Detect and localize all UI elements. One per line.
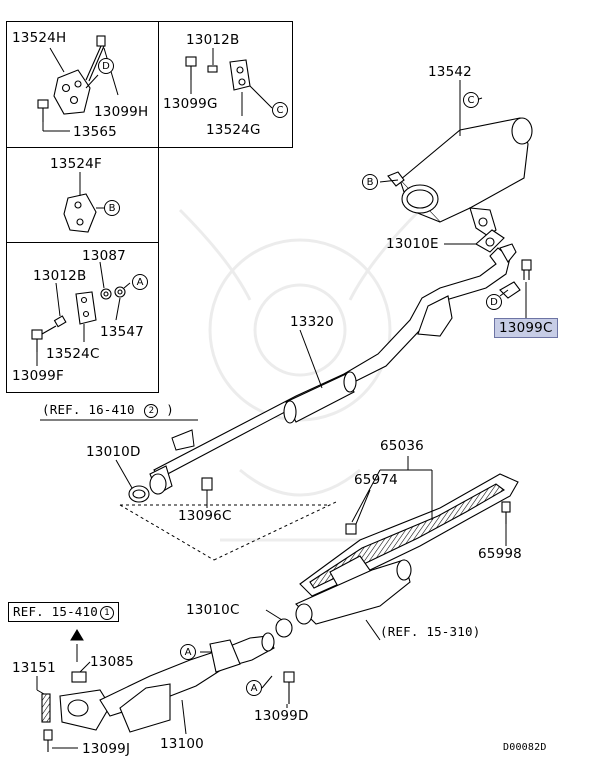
watermark-emblem <box>178 208 422 542</box>
part-label-13099j[interactable]: 13099J <box>82 741 131 757</box>
part-label-13085[interactable]: 13085 <box>90 654 134 670</box>
diagram-id: D00082D <box>503 742 547 753</box>
callout-c-muffler: C <box>463 92 479 108</box>
part-label-13099h[interactable]: 13099H <box>94 104 149 120</box>
leader-lines-box4 <box>36 261 131 366</box>
callout-a-box4: A <box>132 274 148 290</box>
heat-shield-65036-drawing <box>299 473 519 597</box>
main-muffler-drawing <box>387 117 533 237</box>
part-label-13096c[interactable]: 13096C <box>178 508 232 524</box>
ref-16-410-circle: 2 <box>144 404 159 418</box>
callout-a-front-lower: A <box>246 680 262 696</box>
callout-d-box1: D <box>98 58 114 74</box>
part-label-13010c[interactable]: 13010C <box>186 602 240 618</box>
part-label-65998[interactable]: 65998 <box>478 546 522 562</box>
part-label-65974[interactable]: 65974 <box>354 472 398 488</box>
callout-b-muffler: B <box>362 174 378 190</box>
ref-15-410-circle: 1 <box>99 606 114 620</box>
part-label-13012b-mid[interactable]: 13012B <box>33 268 87 284</box>
part-label-13099f[interactable]: 13099F <box>12 368 64 384</box>
part-label-13099g[interactable]: 13099G <box>163 96 218 112</box>
callout-d-pipe: D <box>486 294 502 310</box>
leader-lines-front <box>36 609 288 749</box>
main-pipe-13320-drawing <box>149 243 521 495</box>
part-label-13524g[interactable]: 13524G <box>206 122 261 138</box>
part-label-13012b-top[interactable]: 13012B <box>186 32 240 48</box>
part-label-13100[interactable]: 13100 <box>160 736 204 752</box>
front-pipe-13100-drawing <box>41 618 295 752</box>
leader-lines-box2 <box>190 48 273 116</box>
leader-lines-box3 <box>79 172 104 209</box>
ref-15-310[interactable]: (REF. 15-310) <box>380 624 481 639</box>
gasket-13010e-drawing <box>475 229 505 253</box>
part-label-13320[interactable]: 13320 <box>290 314 334 330</box>
hanger-13524h-drawing <box>37 35 106 122</box>
callout-a-front-upper: A <box>180 644 196 660</box>
part-label-13099c-highlighted[interactable]: 13099C <box>494 318 558 338</box>
part-label-13524c[interactable]: 13524C <box>46 346 100 362</box>
leader-lines-front-pipe <box>115 459 208 508</box>
part-label-13547[interactable]: 13547 <box>100 324 144 340</box>
catalytic-converter-drawing <box>295 501 511 625</box>
inset-frames <box>6 21 293 393</box>
part-label-13524f[interactable]: 13524F <box>50 156 102 172</box>
part-label-13565[interactable]: 13565 <box>73 124 117 140</box>
part-label-13010d[interactable]: 13010D <box>86 444 141 460</box>
part-label-13010e[interactable]: 13010E <box>386 236 439 252</box>
callout-c-box2: C <box>272 102 288 118</box>
hanger-13524c-drawing <box>31 286 126 352</box>
ref-16-410-close: ) <box>166 402 174 417</box>
part-label-13524h[interactable]: 13524H <box>12 30 67 46</box>
bolt-13099c-drawing <box>521 259 532 280</box>
part-label-13151[interactable]: 13151 <box>12 660 56 676</box>
callout-b-box3: B <box>104 200 120 216</box>
part-label-65036[interactable]: 65036 <box>380 438 424 454</box>
part-label-13087[interactable]: 13087 <box>82 248 126 264</box>
hanger-13524f-drawing <box>63 193 97 233</box>
ref-16-410-text: (REF. 16-410 <box>42 402 135 417</box>
gasket-13010d-drawing <box>128 477 213 503</box>
ref-16-410-frame <box>40 419 337 561</box>
ref-16-410[interactable]: (REF. 16-410 2 ) <box>42 402 174 418</box>
hanger-13524g-drawing <box>185 56 251 91</box>
part-label-13542[interactable]: 13542 <box>428 64 472 80</box>
part-label-13099d[interactable]: 13099D <box>254 708 309 724</box>
leader-lines-shield <box>351 456 507 641</box>
ref-15-410-text: REF. 15-410 <box>13 604 98 619</box>
